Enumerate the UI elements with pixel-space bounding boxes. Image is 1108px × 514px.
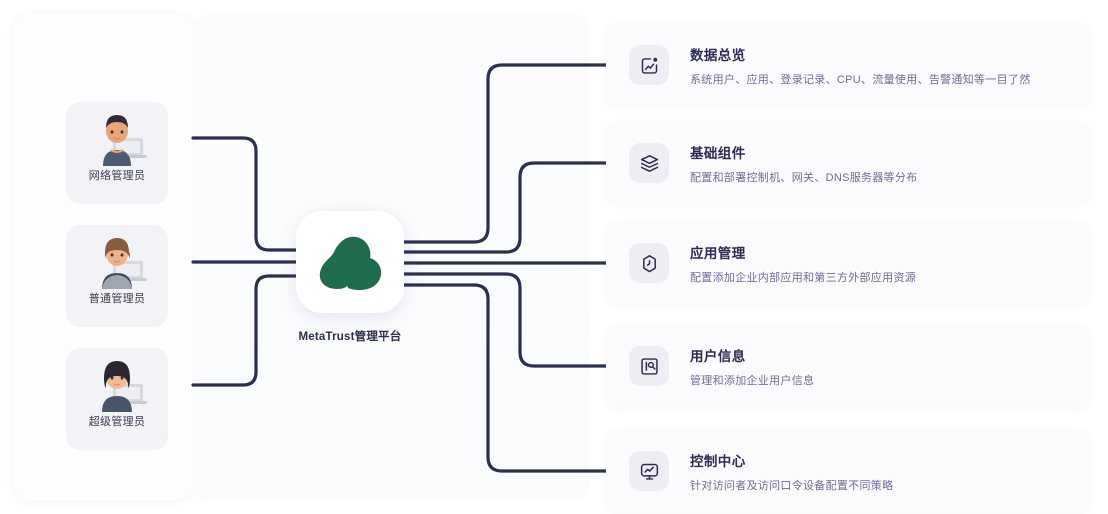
platform-label: MetaTrust管理平台 [298,331,402,343]
green-cloud-logo-icon [319,236,382,291]
feature-desc: 管理和添加企业用户信息 [690,374,815,387]
admin-card-label: 网络管理员 [88,170,146,182]
admin-avatar-female-dark-icon [87,354,147,412]
feature-title: 基础组件 [690,145,746,161]
feature-text: 控制中心 针对访问者及访问口令设备配置不同策略 [690,450,893,493]
admin-avatar-male-icon [87,108,147,166]
feature-desc: 配置添加企业内部应用和第三方外部应用资源 [690,271,916,284]
feature-card-app-management[interactable]: 应用管理 配置添加企业内部应用和第三方外部应用资源 [606,222,1090,304]
shield-clock-icon [629,243,669,283]
admin-card-super[interactable]: 超级管理员 [66,348,168,450]
admin-card-network[interactable]: 网络管理员 [66,102,168,204]
layers-stack-icon [629,143,669,183]
monitor-chart-icon [629,451,669,491]
feature-desc: 针对访问者及访问口令设备配置不同策略 [690,479,894,492]
platform-logo[interactable] [296,211,404,313]
admin-card-label: 普通管理员 [88,293,146,305]
feature-title: 数据总览 [690,47,746,63]
admin-card-label: 超级管理员 [88,416,146,428]
admin-card-regular[interactable]: 普通管理员 [66,225,168,327]
feature-card-control-center[interactable]: 控制中心 针对访问者及访问口令设备配置不同策略 [606,430,1090,512]
feature-card-data-overview[interactable]: 数据总览 系统用户、应用、登录记录、CPU、流量使用、告警通知等一目了然 [606,24,1090,106]
feature-text: 基础组件 配置和部署控制机、网关、DNS服务器等分布 [690,142,918,185]
feature-text: 数据总览 系统用户、应用、登录记录、CPU、流量使用、告警通知等一目了然 [690,44,1031,87]
feature-text: 应用管理 配置添加企业内部应用和第三方外部应用资源 [690,242,916,285]
feature-desc: 配置和部署控制机、网关、DNS服务器等分布 [690,171,918,184]
feature-text: 用户信息 管理和添加企业用户信息 [690,345,814,388]
user-search-icon [629,346,669,386]
feature-card-base-components[interactable]: 基础组件 配置和部署控制机、网关、DNS服务器等分布 [606,122,1090,204]
feature-title: 用户信息 [690,348,746,364]
feature-title: 应用管理 [690,245,746,261]
admin-roles-panel: 网络管理员 普通管理员 [14,14,192,500]
chart-image-icon [629,45,669,85]
admin-avatar-female-icon [87,231,147,289]
feature-title: 控制中心 [690,453,746,469]
feature-desc: 系统用户、应用、登录记录、CPU、流量使用、告警通知等一目了然 [690,73,1031,86]
feature-card-user-info[interactable]: 用户信息 管理和添加企业用户信息 [606,325,1090,407]
